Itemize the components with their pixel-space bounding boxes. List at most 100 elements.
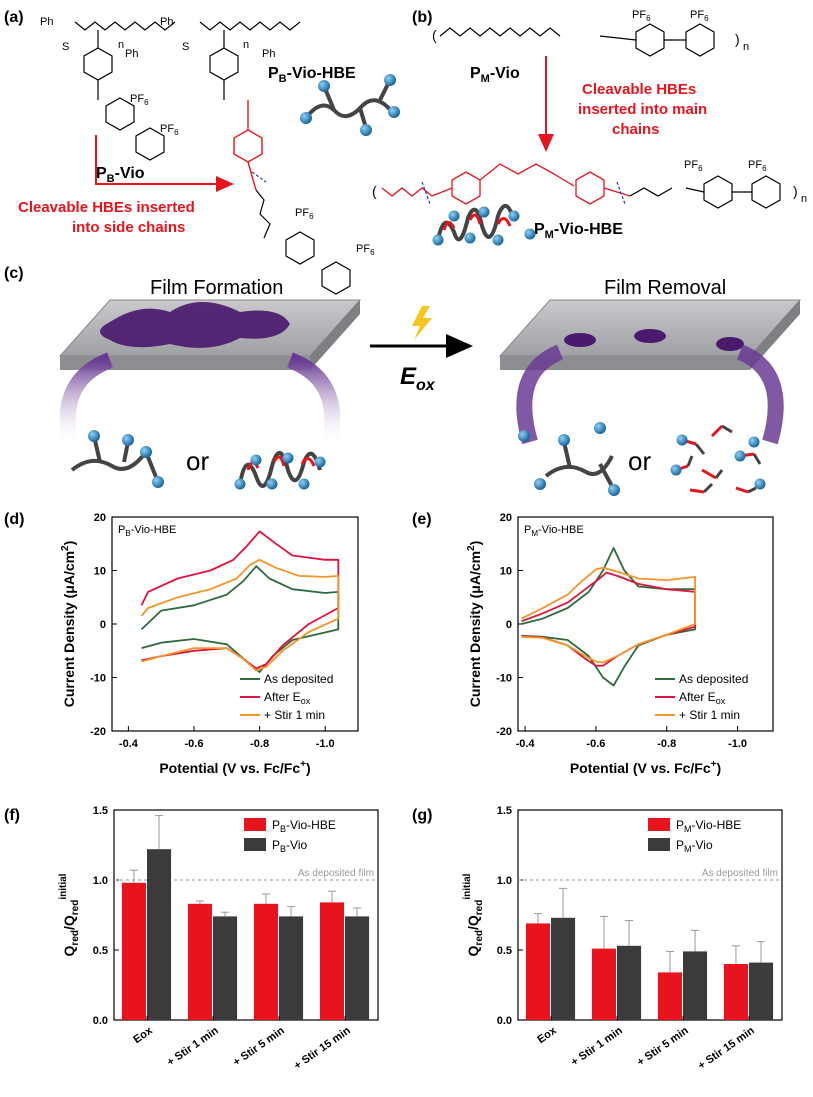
y-tick-label: 10 [500,566,512,578]
panel-b-note-line2: inserted into main [578,101,707,118]
y-tick-label: 0 [100,619,106,631]
x-tick-label: -0.4 [516,738,536,750]
n-label-b2: n [801,193,807,205]
x-tick-label: -0.8 [657,738,676,750]
y-tick-label: -20 [90,726,106,738]
panel-a-note-line2: into side chains [72,219,185,236]
pm-vio-label: PM-Vio [470,65,520,85]
x-tick-label: + Stir 15 min [696,1024,757,1072]
x-tick-label: -0.6 [185,738,204,750]
legend-swatch [244,818,266,831]
bar [319,902,344,1020]
x-tick-label: -0.6 [586,738,605,750]
glass-slide-right [498,299,802,357]
n-label-2: n [243,39,249,51]
s-label-2: S [182,41,189,53]
y-axis-label: Qred/Qredinitial [462,873,485,956]
legend-entry: PB-Vio-HBE [272,818,336,834]
pb-vio-label: PB-Vio [96,165,145,185]
y-tick-label: 10 [94,566,106,578]
plot-frame [111,516,359,732]
pf6-1: PF6 [130,93,149,107]
film-residue-2 [634,329,666,343]
x-tick-label: -0.4 [119,738,139,750]
s-label-1: S [62,41,69,53]
curved-arrow-right-2 [736,344,784,445]
pf6-2: PF6 [160,123,179,137]
pf6-b1: PF6 [632,9,651,23]
legend-swatch [648,818,670,831]
y-tick-label: 1.5 [497,805,512,817]
branched-polymer-icon [300,74,400,136]
pf6-b2: PF6 [690,9,709,23]
panel-e-label: (e) [412,511,432,528]
curved-arrow-right-1 [516,344,564,445]
panel-d-label: (d) [4,511,24,528]
x-tick-label: Eox [535,1024,559,1046]
chart-title: PM-Vio-HBE [524,524,584,538]
bar [345,916,370,1020]
film-residue-1 [564,333,596,347]
or-text-2: or [628,446,651,476]
bracket-right-2: ) [793,183,798,199]
cv-curve [521,566,696,664]
y-tick-label: 0.0 [93,1015,108,1027]
plot-frame [517,809,783,1021]
film-removal-title: Film Removal [604,277,726,299]
panel-b-note-line3: chains [612,121,660,138]
film-residue-3 [716,337,744,351]
y-axis-label: Qred/Qredinitial [58,873,81,956]
ph-label-2: Ph [160,16,173,28]
panel-g-label: (g) [412,807,432,824]
bar [657,972,682,1020]
x-axis-label: Potential (V vs. Fc/Fc+) [570,759,721,776]
pb-vio-hbe-label: PB-Vio-HBE [268,65,356,85]
panel-b-scheme: (b) ( ) n PF6 PF6 PM-Vio Cleavable HBEs … [372,9,807,246]
panel-c-label: (c) [4,265,24,282]
bar [551,917,576,1020]
pf6-3: PF6 [295,207,314,221]
plot-frame [517,516,774,732]
bar [253,903,278,1020]
y-tick-label: 0.0 [497,1015,512,1027]
legend-entry: PM-Vio [676,838,713,854]
cv-curve [521,571,696,667]
panel-a-scheme: (a) Ph Ph S S n n Ph Ph PF6 PF6 PB-Vio P… [4,9,400,295]
bar [683,951,708,1020]
cv-curve [140,558,340,672]
x-tick-label: + Stir 5 min [231,1024,287,1068]
ph-label-1: Ph [40,16,53,28]
branched-polymer-icon-c1 [70,430,164,488]
legend-entry: As deposited [679,672,748,686]
reference-line-label: As deposited film [298,868,374,879]
lightning-icon [412,306,432,340]
bar [121,882,146,1020]
legend-entry: + Stir 1 min [679,708,740,722]
y-tick-label: 20 [500,512,512,524]
panel-b-note-line1: Cleavable HBEs [582,81,696,98]
y-tick-label: 0.5 [93,945,108,957]
y-tick-label: -10 [496,673,512,685]
x-axis-label: Potential (V vs. Fc/Fc+) [159,759,310,776]
film-formation-title: Film Formation [150,277,283,299]
chart-d: -0.4-0.6-0.8-1.020100-10-20PB-Vio-HBEAs … [60,512,359,776]
panel-f-label: (f) [4,807,20,824]
or-text-1: or [186,446,209,476]
legend-entry: As deposited [264,672,333,686]
y-tick-label: -10 [90,673,106,685]
legend-swatch [648,838,670,851]
bar [525,923,550,1020]
bracket-left-2: ( [372,183,377,199]
x-tick-label: -1.0 [316,738,335,750]
x-tick-label: + Stir 5 min [635,1024,691,1068]
x-tick-label: + Stir 1 min [569,1024,625,1068]
deposited-film [100,302,290,348]
legend-swatch [244,838,266,851]
chart-title: PB-Vio-HBE [118,524,176,538]
ph-label-3: Ph [125,48,138,60]
y-axis-label: Current Density (μA/cm2) [60,541,77,708]
y-tick-label: 0.5 [497,945,512,957]
x-tick-label: + Stir 15 min [292,1024,353,1072]
y-tick-label: -20 [496,726,512,738]
